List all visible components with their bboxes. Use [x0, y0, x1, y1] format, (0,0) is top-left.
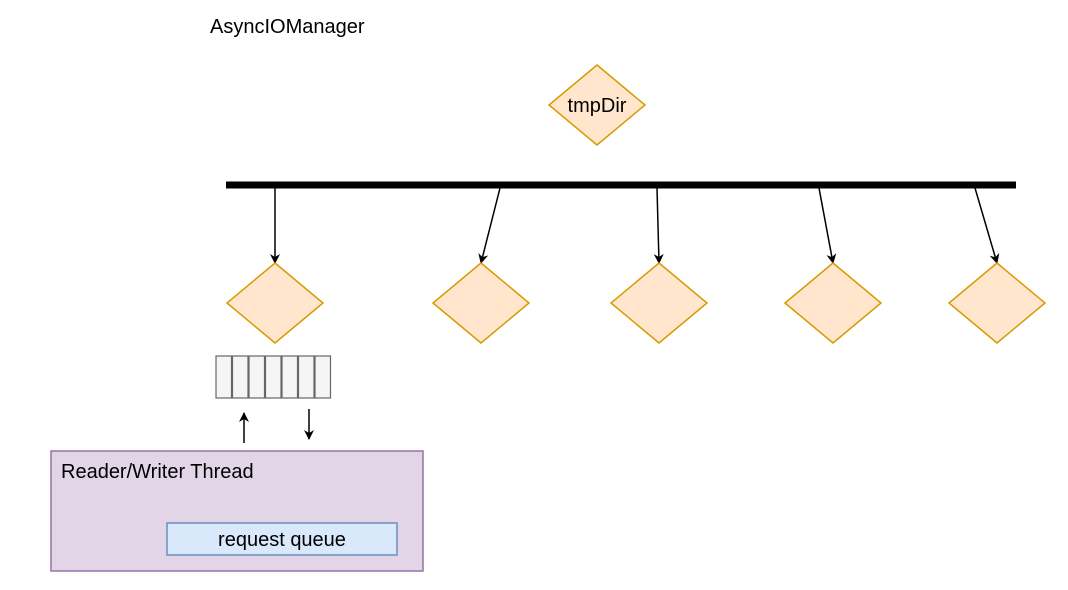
queue-slot — [264, 355, 282, 399]
io-node-diamond — [609, 262, 709, 344]
queue-slot — [314, 355, 332, 399]
diagram-title: AsyncIOManager — [210, 16, 365, 38]
bus-arrows — [270, 187, 1000, 264]
queue-slot — [248, 355, 266, 399]
bus-arrow-4 — [818, 187, 837, 264]
request-queue-label: request queue — [218, 529, 346, 551]
reader-writer-thread[interactable]: Reader/Writer Thread request queue — [50, 450, 424, 572]
tmpdir-node[interactable]: tmpDir — [547, 64, 647, 146]
tmpdir-diamond — [547, 64, 647, 146]
io-node-2[interactable] — [431, 262, 531, 344]
bus-arrow-3 — [653, 187, 664, 264]
io-node-diamond — [431, 262, 531, 344]
queue-slot — [231, 355, 249, 399]
io-node-5[interactable] — [947, 262, 1047, 344]
io-node-diamond — [225, 262, 325, 344]
request-queue-box[interactable] — [166, 522, 398, 556]
io-node-diamond — [947, 262, 1047, 344]
tmpdir-label: tmpDir — [568, 95, 627, 117]
io-node-4[interactable] — [783, 262, 883, 344]
io-nodes — [225, 262, 1047, 344]
bus-arrow-5 — [974, 187, 1000, 264]
io-node-diamond — [783, 262, 883, 344]
io-node-1[interactable] — [225, 262, 325, 344]
thread-label: Reader/Writer Thread — [61, 461, 254, 483]
bus-arrow-2 — [478, 187, 501, 264]
queue-slot — [281, 355, 299, 399]
queue-slot — [215, 355, 233, 399]
io-node-3[interactable] — [609, 262, 709, 344]
queue-slot — [297, 355, 315, 399]
queue-slots — [215, 355, 332, 399]
